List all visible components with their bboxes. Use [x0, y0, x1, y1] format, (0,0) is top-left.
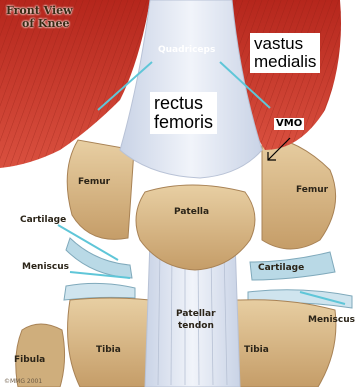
rectus-femoris-annotation: rectus femoris	[150, 92, 217, 134]
label-femur-left: Femur	[78, 178, 110, 187]
title-line1: Front View	[6, 5, 73, 16]
title-line2: of Knee	[22, 18, 69, 29]
label-fibula: Fibula	[14, 356, 45, 365]
label-meniscus-right: Meniscus	[308, 316, 355, 325]
vastus-medialis-annotation: vastus medialis	[250, 33, 320, 73]
rectus-femoris-line1: rectus	[154, 94, 213, 113]
label-patella: Patella	[174, 208, 209, 217]
vastus-medialis-line2: medialis	[254, 53, 316, 71]
label-quadriceps: Quadriceps	[158, 46, 215, 55]
label-cartilage-left: Cartilage	[20, 216, 66, 225]
rectus-femoris-line2: femoris	[154, 113, 213, 132]
label-cartilage-right: Cartilage	[258, 264, 304, 273]
label-tibia-right: Tibia	[244, 346, 269, 355]
label-femur-right: Femur	[296, 186, 328, 195]
vastus-medialis-line1: vastus	[254, 35, 316, 53]
copyright: ©MMG 2001	[4, 378, 42, 385]
meniscus-left	[64, 283, 135, 300]
label-patellar-tendon-line1: Patellar	[176, 310, 216, 319]
label-meniscus-left: Meniscus	[22, 263, 69, 272]
label-patellar-tendon-line2: tendon	[178, 322, 214, 331]
label-vmo: VMO	[274, 118, 304, 130]
label-tibia-left: Tibia	[96, 346, 121, 355]
